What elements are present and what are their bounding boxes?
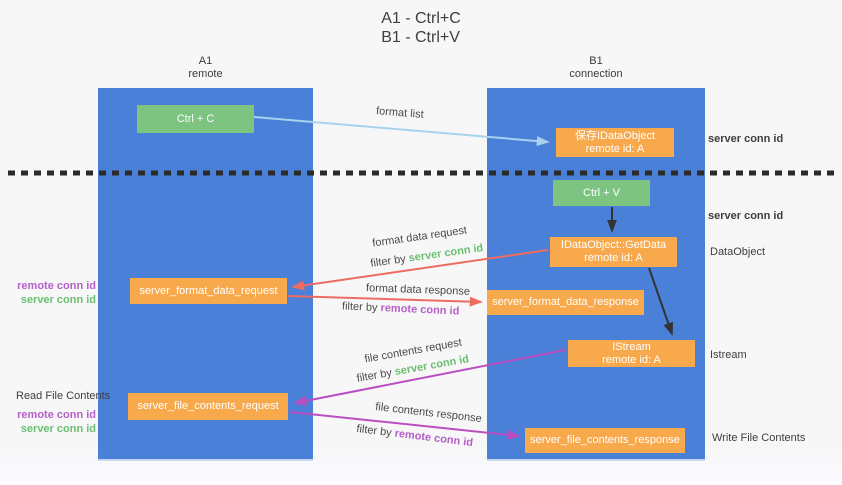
- node-server-format-data-response: server_format_data_response: [487, 290, 644, 315]
- node-ctrl-v: Ctrl + V: [553, 180, 650, 206]
- node-save-dataobject: 保存IDataObject remote id: A: [556, 128, 674, 157]
- right-label-write-file-contents: Write File Contents: [712, 432, 806, 444]
- lane-header-a1: A1 remote: [98, 55, 313, 81]
- filter-by-text: filter by: [369, 253, 407, 270]
- node-server-file-contents-request: server_file_contents_request: [128, 393, 288, 420]
- left-remote-conn-id-2: remote conn id: [17, 409, 96, 421]
- node-save-dataobject-line1: 保存IDataObject: [574, 129, 656, 142]
- filter-by-text: filter by: [355, 366, 393, 385]
- node-ctrl-v-label: Ctrl + V: [583, 186, 620, 199]
- lane-a1-name: A1: [198, 55, 213, 67]
- label-file-contents-response: file contents response: [374, 400, 483, 426]
- node-getdata-line2: remote id: A: [584, 252, 643, 264]
- lane-b1-name: B1: [589, 55, 603, 67]
- node-file-response-label: server_file_contents_response: [530, 434, 680, 446]
- right-label-istream: Istream: [710, 349, 747, 361]
- label-filter-by-remote-conn-id-2: filter by remote conn id: [356, 423, 474, 449]
- remote-conn-id-text: remote conn id: [380, 302, 460, 318]
- filter-by-text: filter by: [355, 422, 393, 440]
- title-line-2: B1 - Ctrl+V: [381, 29, 460, 46]
- node-istream-line2: remote id: A: [602, 353, 661, 366]
- lane-b1-role: connection: [569, 68, 623, 80]
- left-conn-id-stack-file: remote conn id server conn id: [10, 408, 96, 436]
- label-format-data-response: format data response: [365, 282, 471, 298]
- right-server-conn-id-mid: server conn id: [708, 210, 784, 222]
- left-label-read-file-contents: Read File Contents: [16, 390, 111, 402]
- left-conn-id-stack-format: remote conn id server conn id: [10, 279, 96, 307]
- left-remote-conn-id-1: remote conn id: [17, 280, 96, 292]
- left-server-conn-id-1: server conn id: [20, 294, 96, 306]
- right-label-dataobject: DataObject: [710, 246, 766, 258]
- server-conn-id-text: server conn id: [407, 242, 485, 265]
- right-server-conn-id-top: server conn id: [708, 133, 784, 145]
- node-ctrl-c-label: Ctrl + C: [176, 112, 215, 125]
- node-save-dataobject-line2: remote id: A: [585, 142, 645, 155]
- lane-header-b1: B1 connection: [487, 55, 705, 81]
- filter-by-text: filter by: [341, 300, 378, 314]
- node-server-format-data-request: server_format_data_request: [130, 278, 287, 304]
- label-format-list: format list: [375, 105, 425, 121]
- title-line-1: A1 - Ctrl+C: [381, 10, 461, 27]
- node-istream: IStream remote id: A: [568, 340, 695, 367]
- diagram-title: A1 - Ctrl+C B1 - Ctrl+V: [0, 9, 842, 47]
- left-server-conn-id-2: server conn id: [20, 423, 96, 435]
- node-format-response-label: server_format_data_response: [492, 296, 639, 308]
- remote-conn-id-text: remote conn id: [393, 427, 474, 450]
- node-idataobject-getdata: IDataObject::GetData remote id: A: [550, 237, 677, 267]
- node-istream-line1: IStream: [612, 340, 651, 353]
- node-getdata-line1: IDataObject::GetData: [560, 239, 667, 251]
- node-server-file-contents-response: server_file_contents_response: [525, 428, 685, 453]
- label-filter-by-remote-conn-id-1: filter by remote conn id: [342, 300, 460, 317]
- node-file-request-label: server_file_contents_request: [137, 400, 279, 412]
- node-format-request-label: server_format_data_request: [139, 284, 278, 297]
- node-ctrl-c: Ctrl + C: [137, 105, 254, 133]
- lane-a1-role: remote: [188, 68, 223, 80]
